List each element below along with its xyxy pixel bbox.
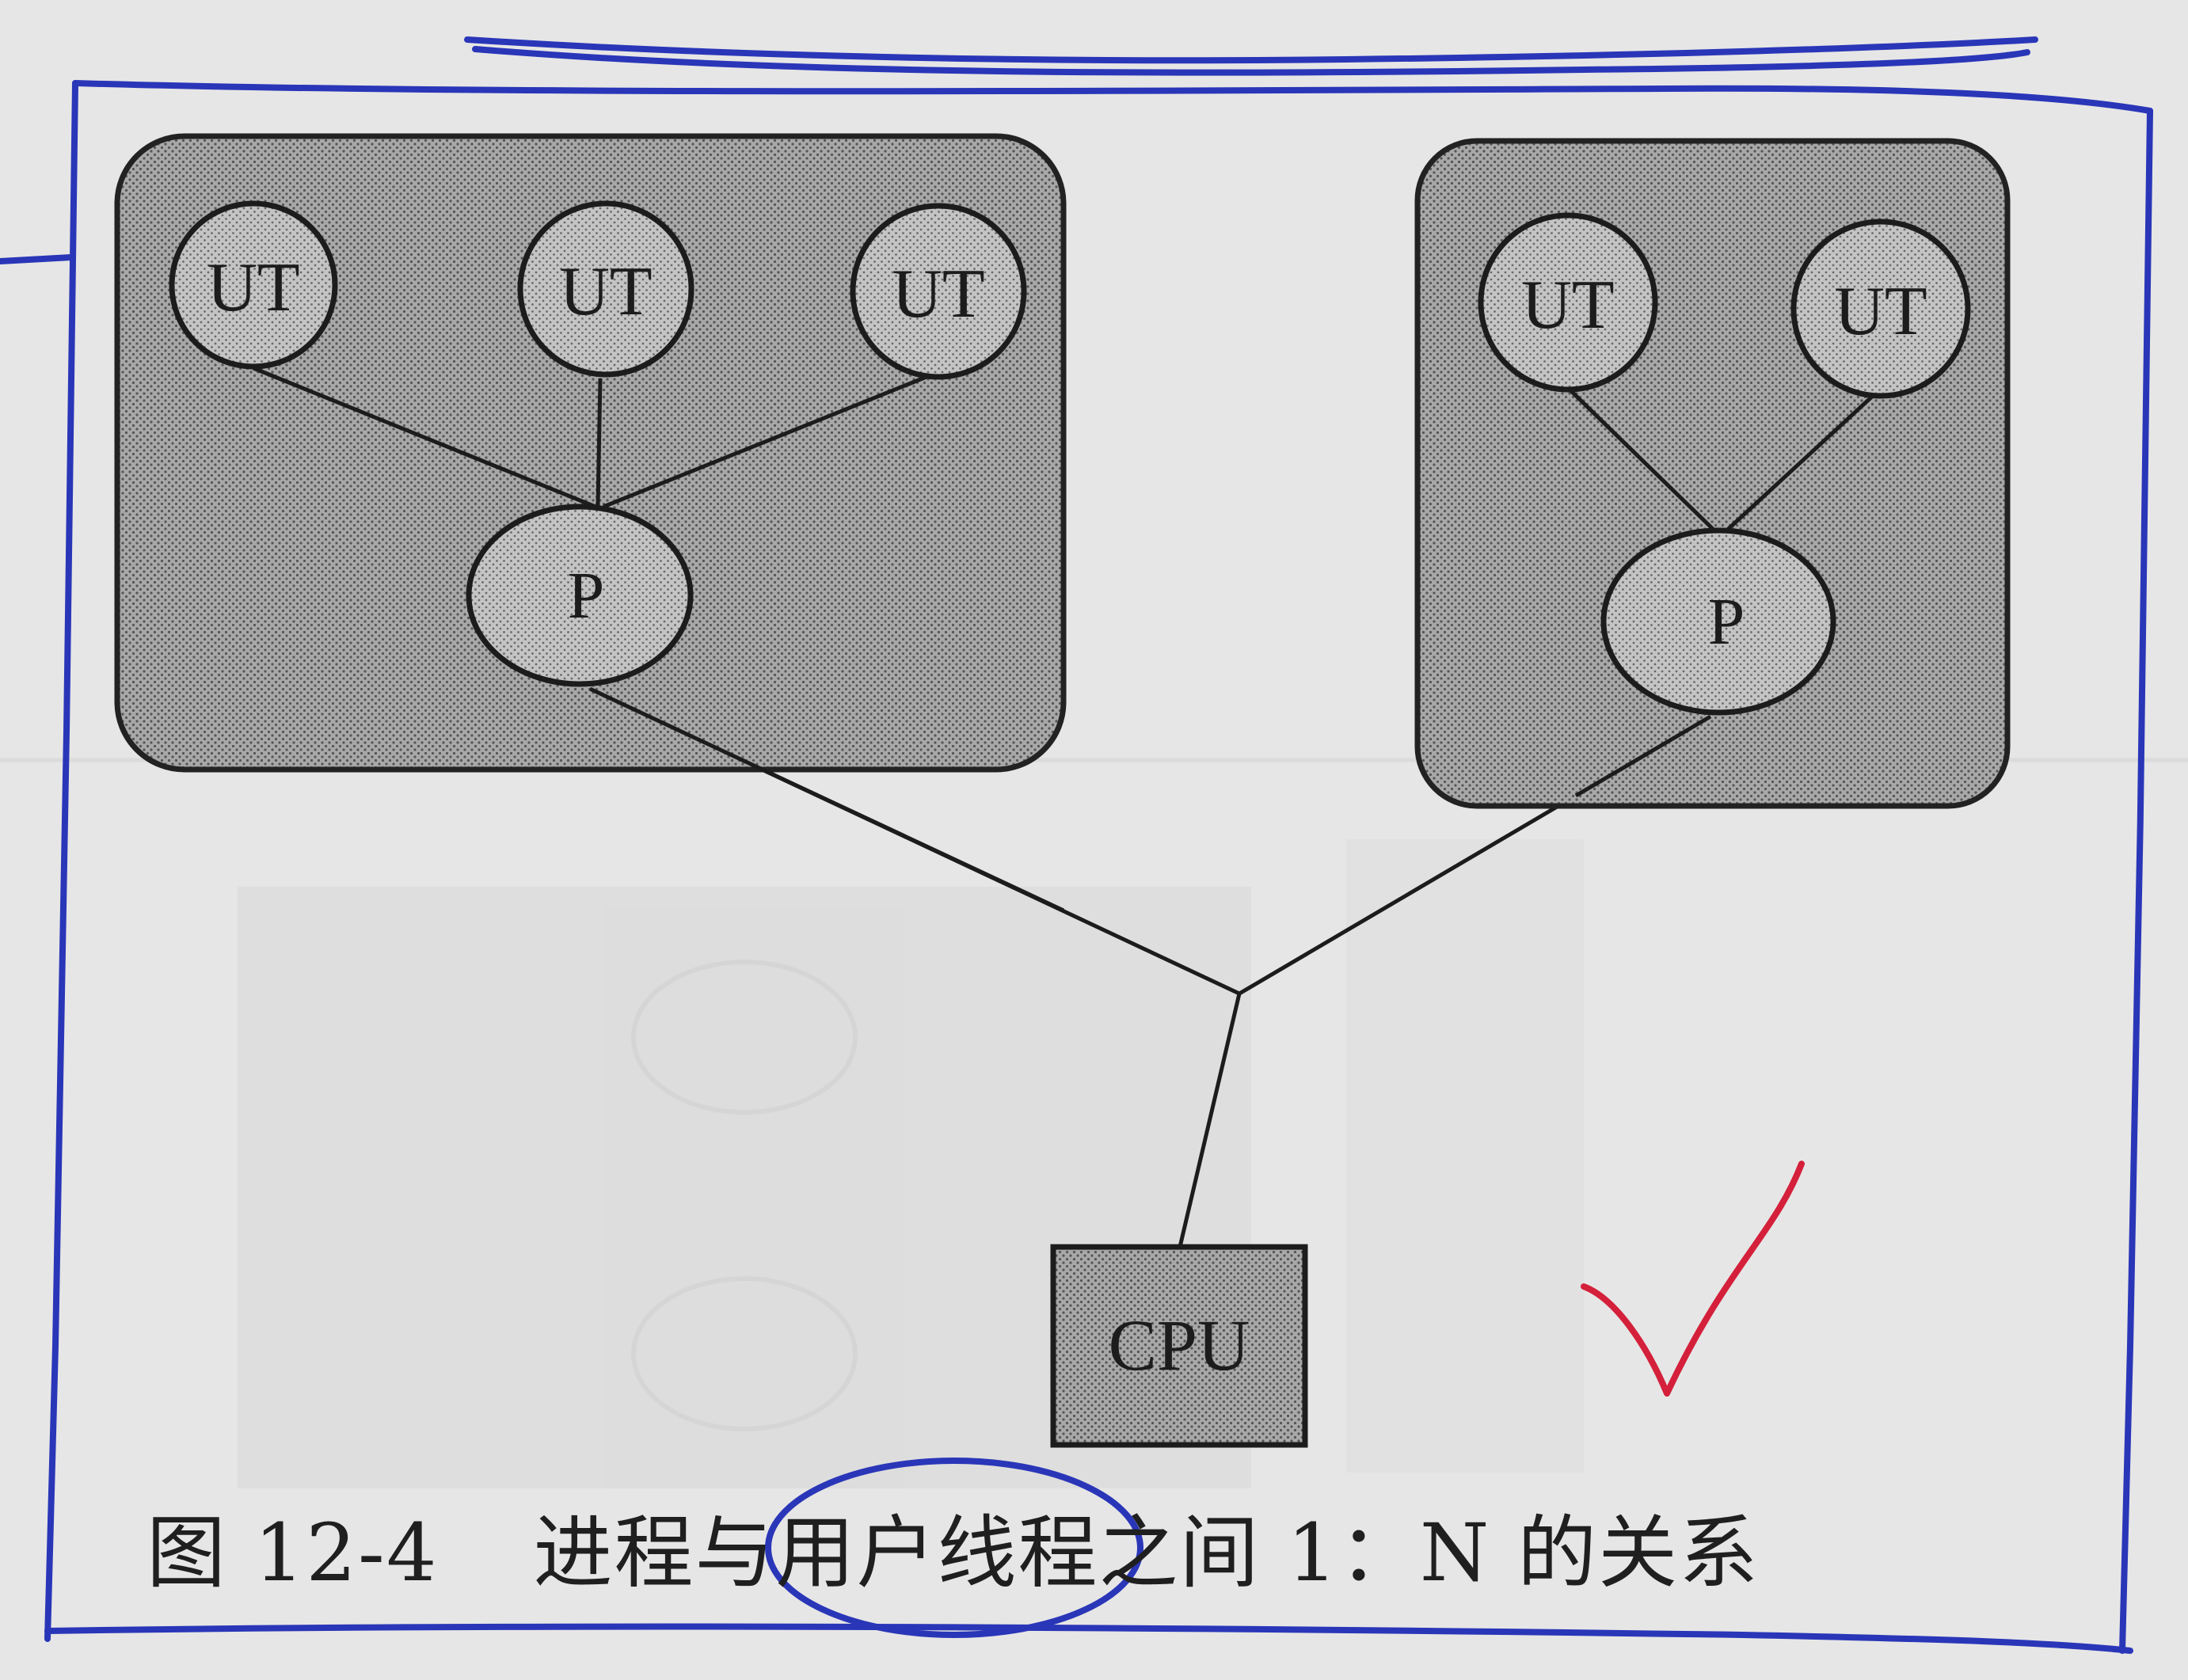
right-thread-1: UT bbox=[1478, 212, 1658, 393]
figure-number: 图 12-4 bbox=[147, 1507, 439, 1599]
check-mark-icon bbox=[1581, 1161, 1805, 1397]
blue-pen-frame bbox=[0, 36, 2153, 1654]
right-process-node: P bbox=[1600, 527, 1836, 716]
page-show-through bbox=[0, 758, 2188, 1488]
left-thread-1-label: UT bbox=[207, 249, 299, 326]
right-thread-2: UT bbox=[1790, 219, 1971, 399]
left-thread-2-label: UT bbox=[559, 253, 652, 330]
right-process-group: UT UT P bbox=[1414, 138, 2011, 809]
caption-highlight-circle bbox=[765, 1458, 1143, 1638]
left-process-label: P bbox=[568, 559, 605, 633]
cpu-label: CPU bbox=[1109, 1305, 1250, 1385]
left-thread-2: UT bbox=[517, 200, 694, 378]
left-thread-1: UT bbox=[169, 200, 338, 370]
cpu-box bbox=[1050, 1244, 1308, 1448]
left-process-node: P bbox=[466, 504, 694, 687]
left-thread-3: UT bbox=[850, 203, 1027, 380]
left-thread-3-label: UT bbox=[892, 256, 984, 333]
cpu-node: CPU bbox=[1050, 1244, 1308, 1448]
left-process-group: UT UT UT P bbox=[114, 133, 1067, 913]
figure-caption: 图 12-4 进程与用户线程之间 1：N 的关系 bbox=[147, 1488, 1760, 1603]
figure-caption-text: 进程与用户线程之间 1：N 的关系 bbox=[533, 1507, 1760, 1599]
right-thread-1-label: UT bbox=[1521, 267, 1614, 344]
right-thread-2-label: UT bbox=[1834, 273, 1927, 350]
left-process-box bbox=[114, 133, 1067, 773]
right-process-label: P bbox=[1708, 585, 1745, 659]
